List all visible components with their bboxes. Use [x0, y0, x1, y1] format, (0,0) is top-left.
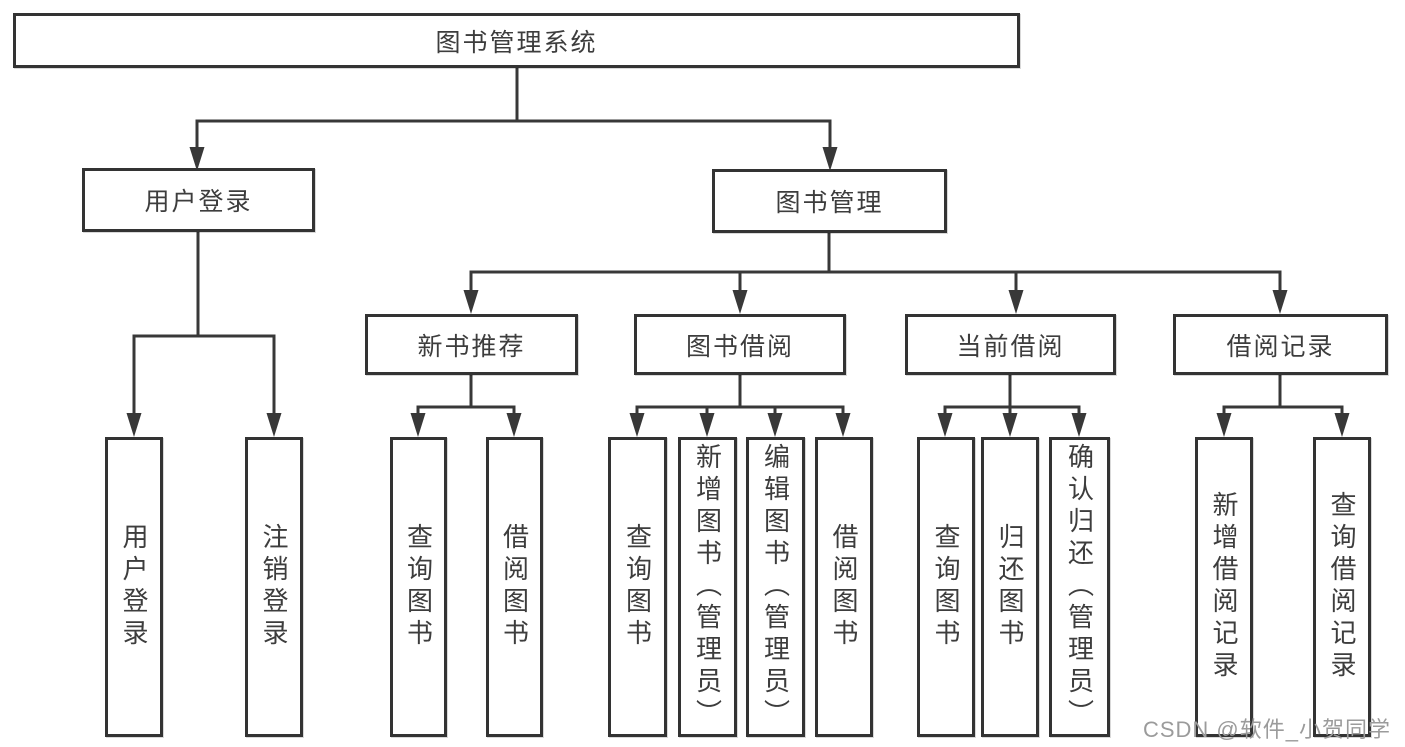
node-label: 借阅记录	[1226, 332, 1335, 361]
node-label: 当前借阅	[956, 332, 1065, 361]
node-label: 确认归还（管理员）	[1064, 443, 1095, 731]
node-label: 图书借阅	[685, 332, 794, 361]
node-book-management: 图书管理	[712, 169, 947, 233]
node-label: 新增借阅记录	[1209, 491, 1239, 683]
node-borrow-records: 借阅记录	[1173, 314, 1388, 375]
leaf-add-books-admin: 新增图书（管理员）	[678, 437, 737, 737]
node-label: 新增图书（管理员）	[692, 443, 723, 731]
leaf-query-borrow-record: 查询借阅记录	[1313, 437, 1371, 737]
leaf-return-books: 归还图书	[981, 437, 1039, 737]
leaf-user-login: 用户登录	[105, 437, 163, 737]
node-label: 借阅图书	[829, 523, 859, 651]
leaf-recommend-borrow-books: 借阅图书	[486, 437, 543, 737]
node-label: 新书推荐	[417, 332, 526, 361]
node-label: 编辑图书（管理员）	[760, 443, 791, 731]
node-book-borrow: 图书借阅	[634, 314, 846, 375]
node-label: 用户登录	[144, 188, 253, 216]
node-label: 归还图书	[995, 523, 1025, 651]
node-label: 图书管理系统	[435, 28, 598, 57]
node-label: 注销登录	[259, 523, 289, 651]
node-label: 查询图书	[622, 523, 653, 651]
watermark-text: CSDN @软件_小贺同学	[1142, 717, 1391, 742]
node-user-login: 用户登录	[82, 168, 315, 232]
leaf-logout: 注销登录	[245, 437, 303, 737]
node-label: 图书管理	[775, 189, 884, 217]
node-new-book-recommend: 新书推荐	[365, 314, 578, 375]
node-label: 用户登录	[119, 523, 149, 651]
leaf-current-query-books: 查询图书	[917, 437, 975, 737]
leaf-recommend-query-books: 查询图书	[390, 437, 447, 737]
leaf-edit-books-admin: 编辑图书（管理员）	[746, 437, 805, 737]
node-current-borrow: 当前借阅	[905, 314, 1116, 375]
leaf-add-borrow-record: 新增借阅记录	[1195, 437, 1253, 737]
node-label: 查询借阅记录	[1327, 491, 1357, 683]
leaf-borrow-query-books: 查询图书	[608, 437, 667, 737]
node-label: 查询图书	[931, 523, 961, 651]
node-label: 查询图书	[403, 523, 434, 651]
node-label: 借阅图书	[499, 523, 530, 651]
node-root: 图书管理系统	[13, 13, 1020, 68]
leaf-confirm-return-admin: 确认归还（管理员）	[1049, 437, 1110, 737]
leaf-borrow-books: 借阅图书	[815, 437, 873, 737]
